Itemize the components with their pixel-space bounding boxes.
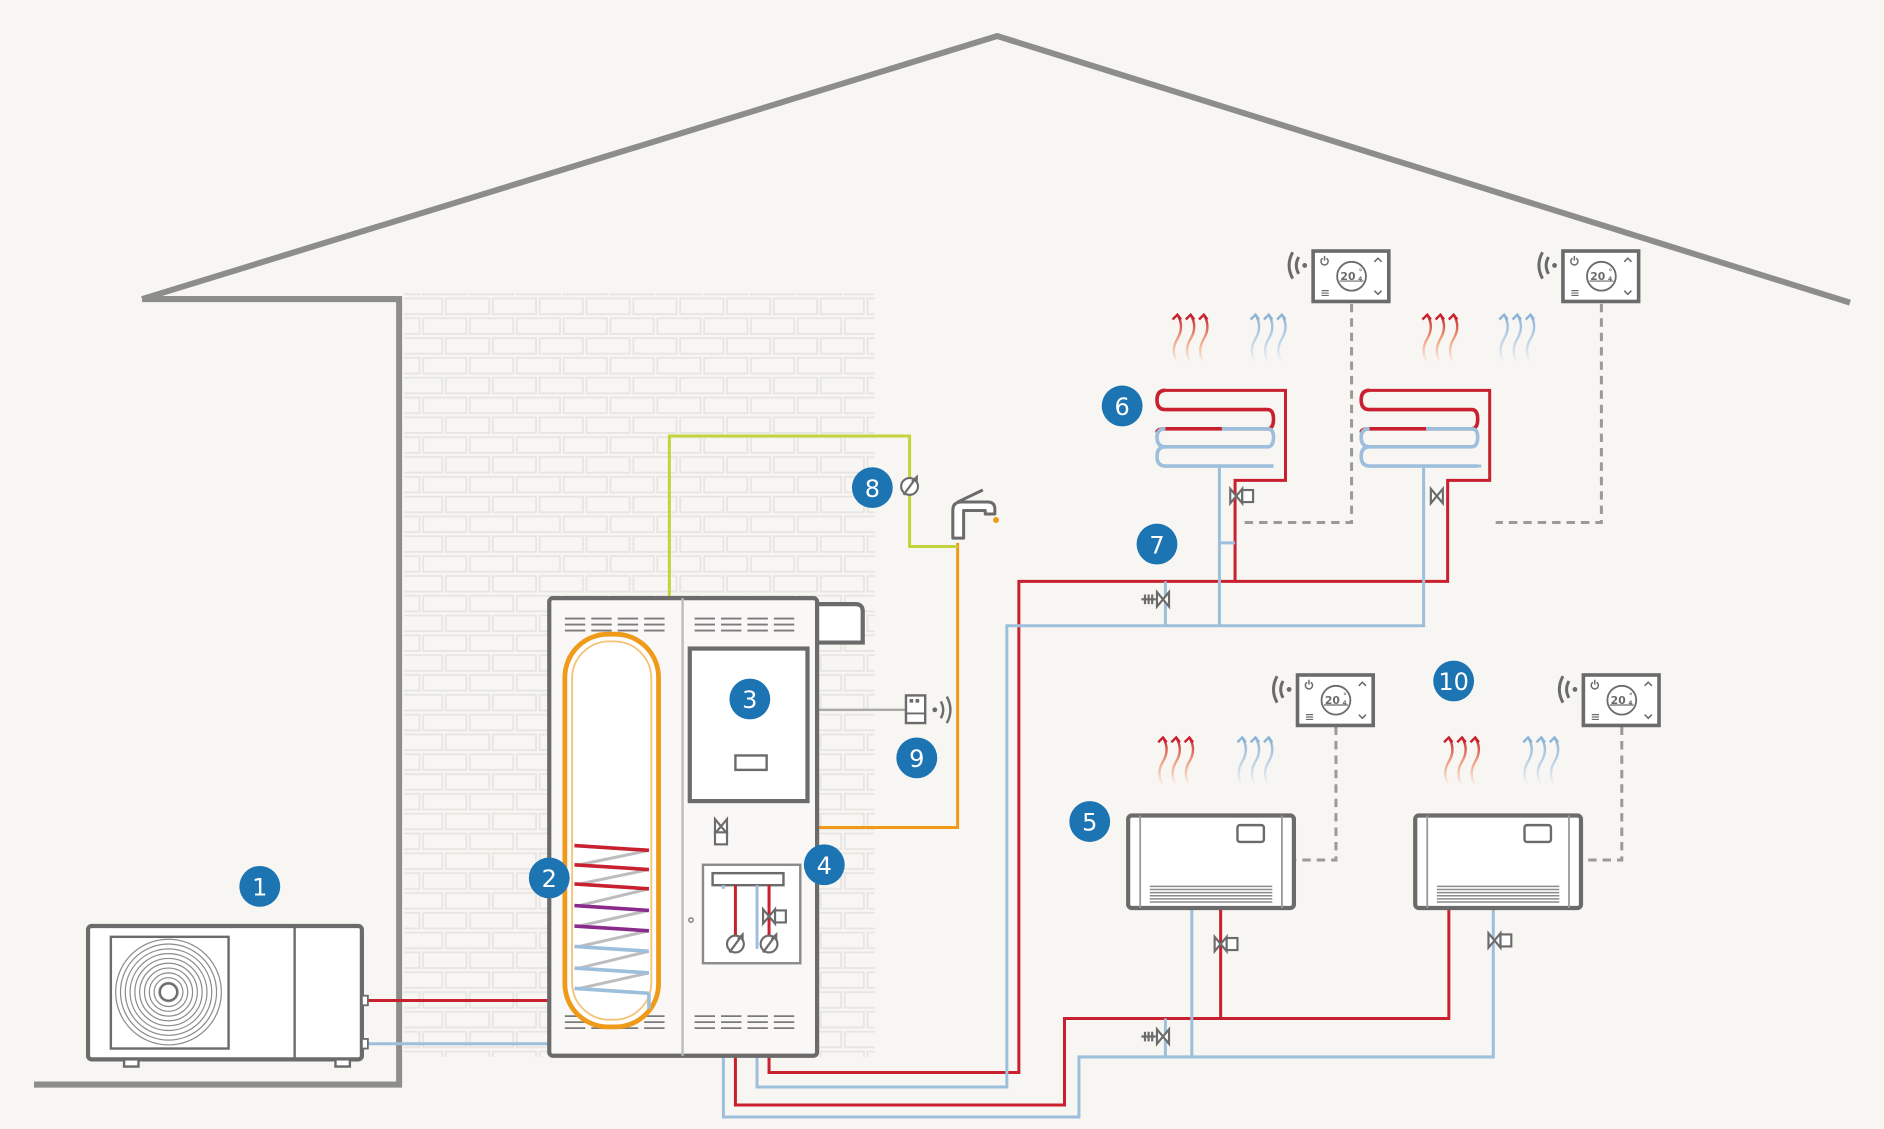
bypass-valve-icon <box>1141 1026 1171 1047</box>
heat-wave-icon <box>1443 735 1481 787</box>
callout-badge-5: 5 <box>1069 801 1111 842</box>
cold-pipe-fancoil <box>721 888 1495 1119</box>
fan-coil-icon <box>1413 813 1584 911</box>
power-icon <box>1590 679 1600 690</box>
valve-icon <box>1487 930 1513 951</box>
outdoor-unit-fan-icon <box>85 923 369 1068</box>
thermostat-icon[interactable]: 20°4 <box>1557 673 1661 728</box>
thermostat-temperature: 20 <box>1611 694 1626 707</box>
power-icon <box>1304 679 1314 690</box>
heat-wave-icon <box>1421 312 1459 364</box>
valve-icon <box>1429 485 1444 507</box>
thermostat-icon[interactable]: 20 °4 <box>1537 249 1641 304</box>
menu-icon <box>1305 714 1314 721</box>
cool-wave-icon <box>1249 312 1287 364</box>
thermostat-decimal: 4 <box>1343 700 1347 707</box>
callout-number: 1 <box>252 874 267 902</box>
heat-wave-icon <box>1157 735 1195 787</box>
callout-number: 3 <box>742 686 757 714</box>
cool-wave-icon <box>1236 735 1274 787</box>
thermostat-temperature: 20 <box>1340 270 1355 283</box>
valve-icon <box>713 816 729 837</box>
thermostat-icon[interactable]: 20 °4 <box>1287 249 1391 304</box>
thermostat-degree: ° <box>1359 267 1363 276</box>
water-tank-icon <box>562 631 661 1030</box>
heat-wave-icon <box>1171 312 1209 364</box>
wifi-icon <box>932 696 952 724</box>
wifi-icon <box>1557 675 1578 704</box>
thermostat-links <box>1243 303 1624 862</box>
callout-number: 10 <box>1438 668 1469 696</box>
power-icon <box>1320 255 1329 266</box>
circulator-pump-icon <box>725 931 745 954</box>
underfloor-loop-icon <box>1155 388 1480 468</box>
wifi-icon <box>1537 251 1557 280</box>
callout-number: 7 <box>1149 531 1164 559</box>
up-down-arrows-icon <box>1358 681 1367 720</box>
faucet-icon <box>951 488 1000 540</box>
wifi-icon <box>1271 675 1292 704</box>
callout-badge-8: 8 <box>851 467 893 509</box>
menu-icon <box>1571 290 1579 297</box>
up-down-arrows-icon <box>1623 257 1632 296</box>
callout-badge-10: 10 <box>1433 660 1475 702</box>
callout-number: 5 <box>1082 809 1097 837</box>
thermostat-temperature: 20 <box>1590 270 1605 283</box>
callout-number: 6 <box>1115 393 1130 421</box>
thermostat-degree: ° <box>1629 691 1633 700</box>
circulator-pump-icon <box>759 931 779 954</box>
house-wall <box>33 296 403 1088</box>
callout-badge-9: 9 <box>896 737 938 779</box>
power-icon <box>1570 255 1579 266</box>
bypass-valve-icon <box>1141 589 1171 610</box>
callout-number: 4 <box>817 852 832 880</box>
callout-badge-1: 1 <box>239 865 281 907</box>
thermostat-decimal: 4 <box>1628 700 1632 707</box>
circulator-pump-icon <box>900 474 920 496</box>
thermostat-decimal: 4 <box>1358 276 1362 283</box>
valve-icon <box>1229 485 1255 507</box>
valve-icon <box>1213 933 1239 955</box>
callout-number: 9 <box>909 745 924 773</box>
callout-number: 2 <box>542 865 557 893</box>
hot-pipe-ufh <box>767 388 1492 1075</box>
wireless-controller-icon <box>904 694 952 725</box>
callout-number: 8 <box>865 475 880 503</box>
hot-pipe-fancoil <box>733 888 1451 1107</box>
thermostat-degree: ° <box>1343 691 1347 700</box>
thermostat-icon[interactable]: 20°4 <box>1271 673 1375 728</box>
cool-wave-icon <box>1522 735 1560 787</box>
hot-pipe-ufh-branch <box>1165 388 1288 582</box>
cool-wave-icon <box>1498 312 1536 364</box>
fan-coil-icon <box>1126 813 1297 911</box>
up-down-arrows-icon <box>1373 257 1383 296</box>
wifi-icon <box>1287 251 1308 280</box>
menu-icon <box>1591 714 1599 721</box>
house-roof <box>141 32 1851 306</box>
callout-badge-2: 2 <box>528 857 570 899</box>
callout-badge-3: 3 <box>729 678 771 720</box>
thermostat-decimal: 4 <box>1608 276 1612 283</box>
menu-icon <box>1321 290 1329 297</box>
callout-badge-4: 4 <box>803 844 845 886</box>
up-down-arrows-icon <box>1644 681 1653 720</box>
control-module-icon <box>687 646 810 804</box>
valve-icon <box>761 906 787 927</box>
thermostat-temperature: 20 <box>1325 694 1340 707</box>
callout-badge-7: 7 <box>1136 523 1178 565</box>
callout-badge-6: 6 <box>1101 385 1143 427</box>
thermostat-degree: ° <box>1609 267 1613 276</box>
